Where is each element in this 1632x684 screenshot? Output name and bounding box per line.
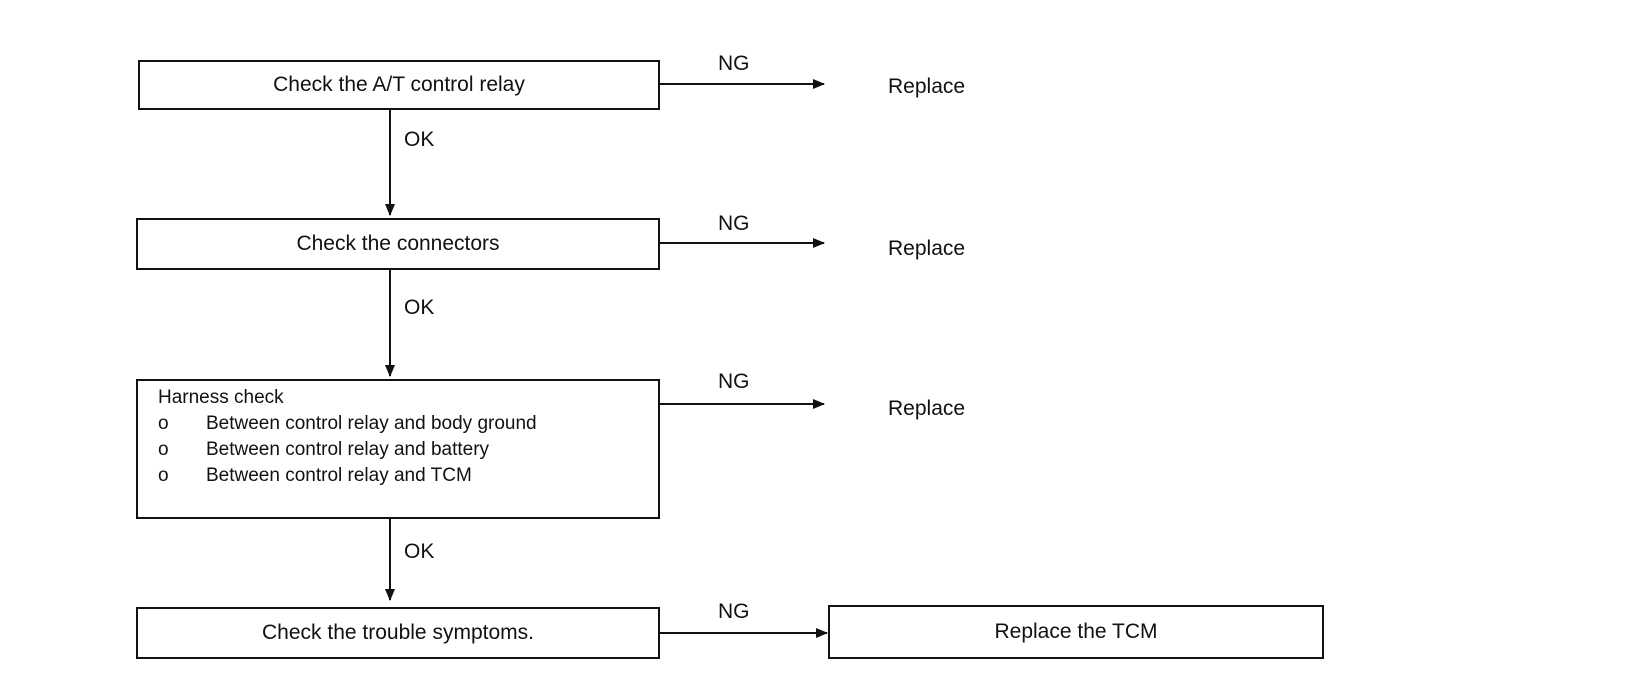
outcome-replace-2: Replace <box>888 237 966 260</box>
step-check-trouble-symptoms: Check the trouble symptoms. <box>136 607 660 659</box>
step-check-connectors: Check the connectors <box>136 218 660 270</box>
outcome-label: Replace the TCM <box>994 620 1158 643</box>
ng-label-2: NG <box>718 212 750 235</box>
bullet: o <box>158 413 169 434</box>
list-item-text: Between control relay and TCM <box>206 465 472 486</box>
bullet: o <box>158 465 169 486</box>
list-item: o Between control relay and body ground <box>158 411 648 437</box>
ok-label-2: OK <box>404 296 435 319</box>
ng-label-4: NG <box>718 600 750 623</box>
step-label: Check the trouble symptoms. <box>262 621 534 644</box>
outcome-replace-3: Replace <box>888 397 966 420</box>
list-item: o Between control relay and battery <box>158 437 648 463</box>
step-check-control-relay: Check the A/T control relay <box>138 60 660 110</box>
harness-check-title: Harness check <box>158 387 284 408</box>
ng-label-3: NG <box>718 370 750 393</box>
list-item: o Between control relay and TCM <box>158 463 648 489</box>
ok-label-1: OK <box>404 128 435 151</box>
ng-label-1: NG <box>718 52 750 75</box>
outcome-replace-tcm: Replace the TCM <box>828 605 1324 659</box>
step-label: Check the A/T control relay <box>273 73 525 96</box>
step-harness-check: Harness check o Between control relay an… <box>136 379 660 519</box>
ok-label-3: OK <box>404 540 435 563</box>
outcome-replace-1: Replace <box>888 75 966 98</box>
step-label: Check the connectors <box>296 232 500 255</box>
bullet: o <box>158 439 169 460</box>
list-item-text: Between control relay and body ground <box>206 413 537 434</box>
list-item-text: Between control relay and battery <box>206 439 490 460</box>
